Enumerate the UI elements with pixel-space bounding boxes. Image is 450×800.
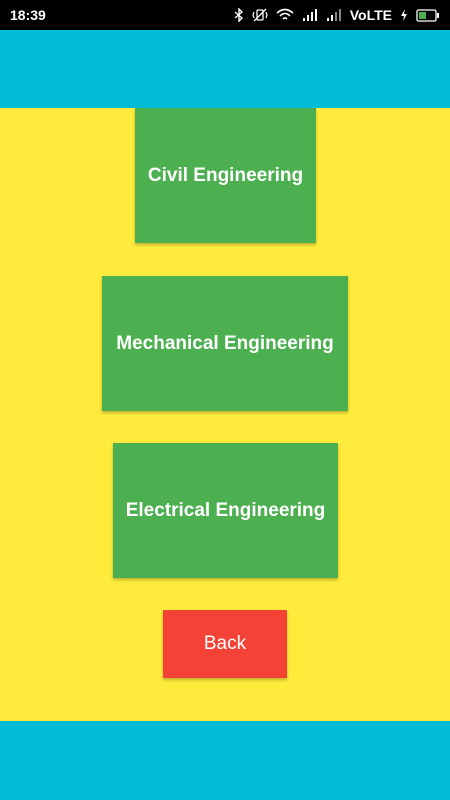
mechanical-engineering-button[interactable]: Mechanical Engineering [102,276,348,411]
bluetooth-icon [234,8,243,22]
top-band [0,30,450,108]
status-icons: VoLTE [234,7,440,23]
charging-icon [401,9,407,21]
electrical-engineering-button[interactable]: Electrical Engineering [113,443,338,578]
signal-icon [302,9,317,21]
back-button[interactable]: Back [163,610,287,678]
bottom-band [0,721,450,800]
status-time: 18:39 [10,7,46,23]
network-type: VoLTE [349,7,392,23]
civil-engineering-button[interactable]: Civil Engineering [135,108,316,243]
wifi-icon [276,8,294,20]
status-bar: 18:39 [0,0,450,30]
signal-icon [326,9,341,21]
battery-icon [416,8,439,22]
vibrate-icon [252,8,268,22]
